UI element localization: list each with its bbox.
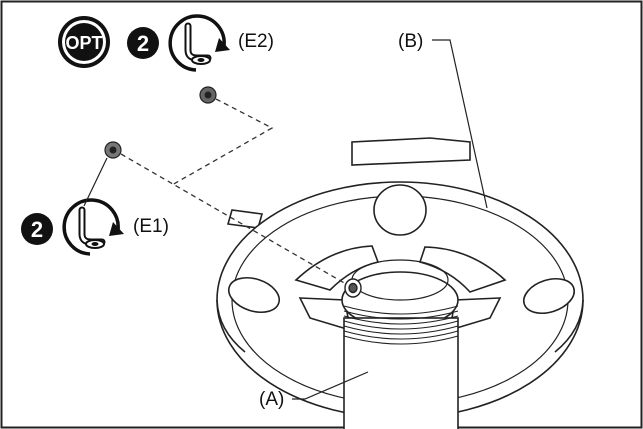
- allen-key-rotate-icon: [168, 14, 230, 72]
- mount-plate: [216, 137, 584, 419]
- step-label-e2: (E2): [238, 31, 274, 52]
- pole-threads: [343, 305, 459, 345]
- step-e2: OPT 2 (E2): [58, 14, 274, 72]
- step-number: 2: [137, 31, 149, 56]
- screw-e1: [104, 141, 122, 159]
- leader-a: [292, 371, 369, 400]
- optional-badge-label: OPT: [65, 33, 102, 53]
- callout-a: (A): [259, 371, 369, 410]
- callout-b: (B): [398, 31, 488, 209]
- install-path-lines: [120, 98, 347, 285]
- screw-e2: [199, 86, 217, 104]
- step-label-e1: (E1): [133, 216, 169, 237]
- step-number-badge: 2: [127, 27, 159, 59]
- set-screw-installed: [344, 278, 362, 298]
- optional-badge: OPT: [58, 16, 110, 68]
- step-number-badge: 2: [21, 213, 53, 245]
- pole: [343, 305, 459, 429]
- leader-e1: [83, 157, 108, 207]
- part-label-mount-plate: (B): [398, 31, 423, 52]
- allen-key-rotate-icon: [62, 198, 124, 256]
- step-number: 2: [31, 217, 43, 242]
- leader-b: [432, 39, 488, 209]
- step-e1: 2 (E1): [21, 157, 169, 256]
- part-label-pole: (A): [259, 389, 284, 410]
